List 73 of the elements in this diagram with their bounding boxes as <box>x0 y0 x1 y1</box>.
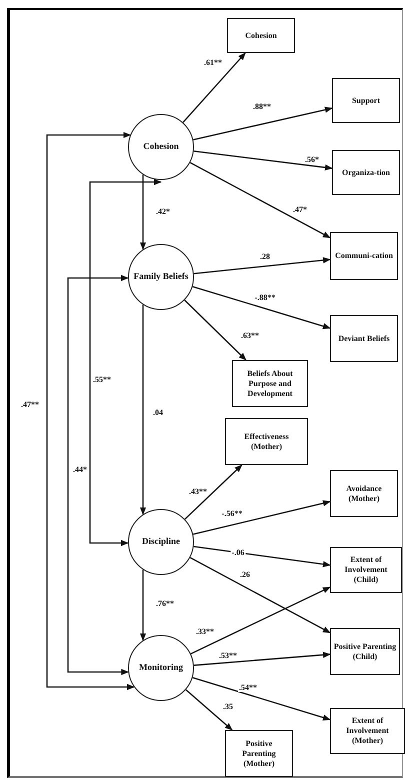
arrow <box>190 586 331 654</box>
node-label: Monitoring <box>139 662 183 674</box>
indicator-box <box>330 628 400 675</box>
arrow <box>140 174 146 250</box>
node-label: Deviant Beliefs <box>338 334 390 344</box>
indicator-box <box>225 730 293 777</box>
edge-label: .28 <box>259 253 271 261</box>
arrow <box>194 652 331 666</box>
arrow <box>193 106 333 140</box>
node-label: Organiza-tion <box>342 168 390 178</box>
edge-label: .33** <box>195 628 215 636</box>
edge-label: -.56** <box>220 510 244 518</box>
node-label: Cohesion <box>143 141 179 153</box>
indicator-box <box>232 360 308 407</box>
arrow <box>140 304 146 516</box>
node-label: Support <box>352 96 380 106</box>
arrow <box>192 676 331 721</box>
node-label: Positive Parenting (Child) <box>333 642 397 662</box>
node-label: Communi-cation <box>335 251 393 261</box>
indicator-box <box>330 232 398 280</box>
arrow <box>194 546 331 568</box>
indicator-box <box>227 18 295 53</box>
edge-label: .61** <box>203 59 223 67</box>
arrow <box>182 52 246 123</box>
arrow <box>185 689 233 731</box>
node-label: Avoidance (Mother) <box>345 484 383 504</box>
edge-label: .88** <box>252 103 272 111</box>
arrow <box>194 257 331 274</box>
arrow <box>190 162 331 238</box>
edge-label: .76** <box>155 600 175 608</box>
edge-label: .42* <box>155 208 171 216</box>
indicator-box <box>330 315 398 362</box>
node-label: Beliefs About Purpose and Development <box>246 368 294 398</box>
edge-label: .53** <box>218 652 238 660</box>
arrow <box>46 132 135 690</box>
edge-label: .56* <box>304 156 320 164</box>
arrow <box>89 178 162 546</box>
edge-label: .04 <box>152 409 164 417</box>
edge-label: .35 <box>222 703 234 711</box>
arrow <box>194 150 333 171</box>
latent-circle <box>128 244 194 310</box>
arrow <box>190 557 331 634</box>
node-label: Effectiveness (Mother) <box>243 432 290 452</box>
edge-label: .26 <box>239 571 251 579</box>
latent-circle <box>128 635 194 701</box>
arrow <box>140 570 146 642</box>
arrow <box>67 274 129 676</box>
indicator-box <box>225 418 308 465</box>
edge-label: -.88** <box>254 294 276 302</box>
node-label: Extent of Involvement (Child) <box>344 555 388 585</box>
indicator-box <box>332 78 400 123</box>
edge-label: .44* <box>72 466 88 474</box>
node-label: Discipline <box>142 536 180 548</box>
indicator-box <box>332 150 400 195</box>
arrow <box>192 286 331 330</box>
edge-label: .47** <box>20 401 40 409</box>
edge-label: .63** <box>240 332 260 340</box>
arrow <box>184 464 242 520</box>
node-label: Positive Parenting (Mother) <box>241 738 277 768</box>
latent-circle <box>128 114 194 180</box>
indicator-box <box>330 470 398 517</box>
indicator-box <box>330 708 405 754</box>
edge-label: .43** <box>188 488 208 496</box>
edge-label: .54** <box>238 684 258 692</box>
node-label: Family Beliefs <box>134 271 188 283</box>
arrow <box>192 500 331 535</box>
indicator-box <box>330 547 402 593</box>
edge-label: .47* <box>292 206 308 214</box>
node-label: Extent of Involvement (Mother) <box>345 716 390 746</box>
node-label: Cohesion <box>245 30 277 40</box>
edge-label: .55** <box>92 376 112 384</box>
arrow <box>184 300 246 361</box>
edge-label: -.06 <box>230 549 246 557</box>
